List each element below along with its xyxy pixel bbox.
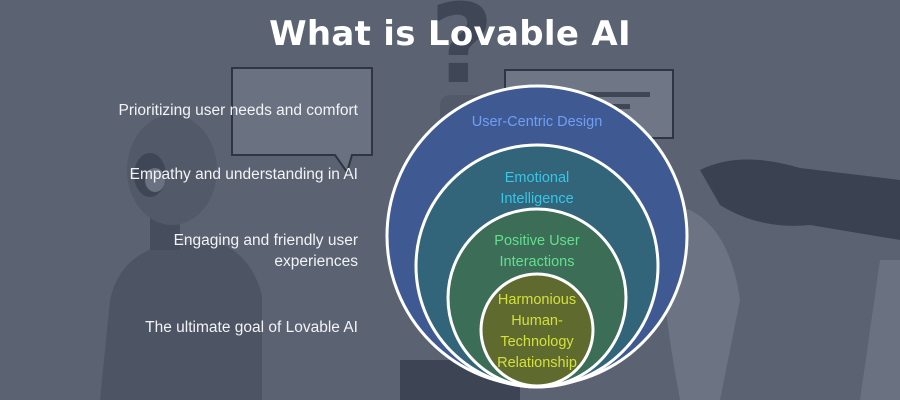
label-harmonious-relationship: Harmonious Human-Technology Relationship	[497, 292, 577, 371]
hand-figure-icon	[660, 159, 900, 400]
label-positive-user-interactions: Positive User Interactions	[494, 233, 580, 270]
description-empathy: Empathy and understanding in AI	[129, 166, 358, 183]
description-user-needs: Prioritizing user needs and comfort	[118, 102, 358, 119]
label-emotional-intelligence: Emotional Intelligence	[500, 170, 574, 207]
speech-bubble-icon	[231, 67, 373, 175]
page-title: What is Lovable AI	[269, 14, 631, 54]
description-ultimate-goal: The ultimate goal of Lovable AI	[145, 319, 358, 336]
description-engaging: Engaging and friendly user experiences	[173, 232, 358, 270]
label-user-centric-design: User-Centric Design	[471, 114, 603, 130]
question-mark-icon: ?	[430, 0, 494, 108]
robot-figure-icon	[100, 115, 262, 400]
circle-harmonious-relationship	[479, 272, 595, 388]
